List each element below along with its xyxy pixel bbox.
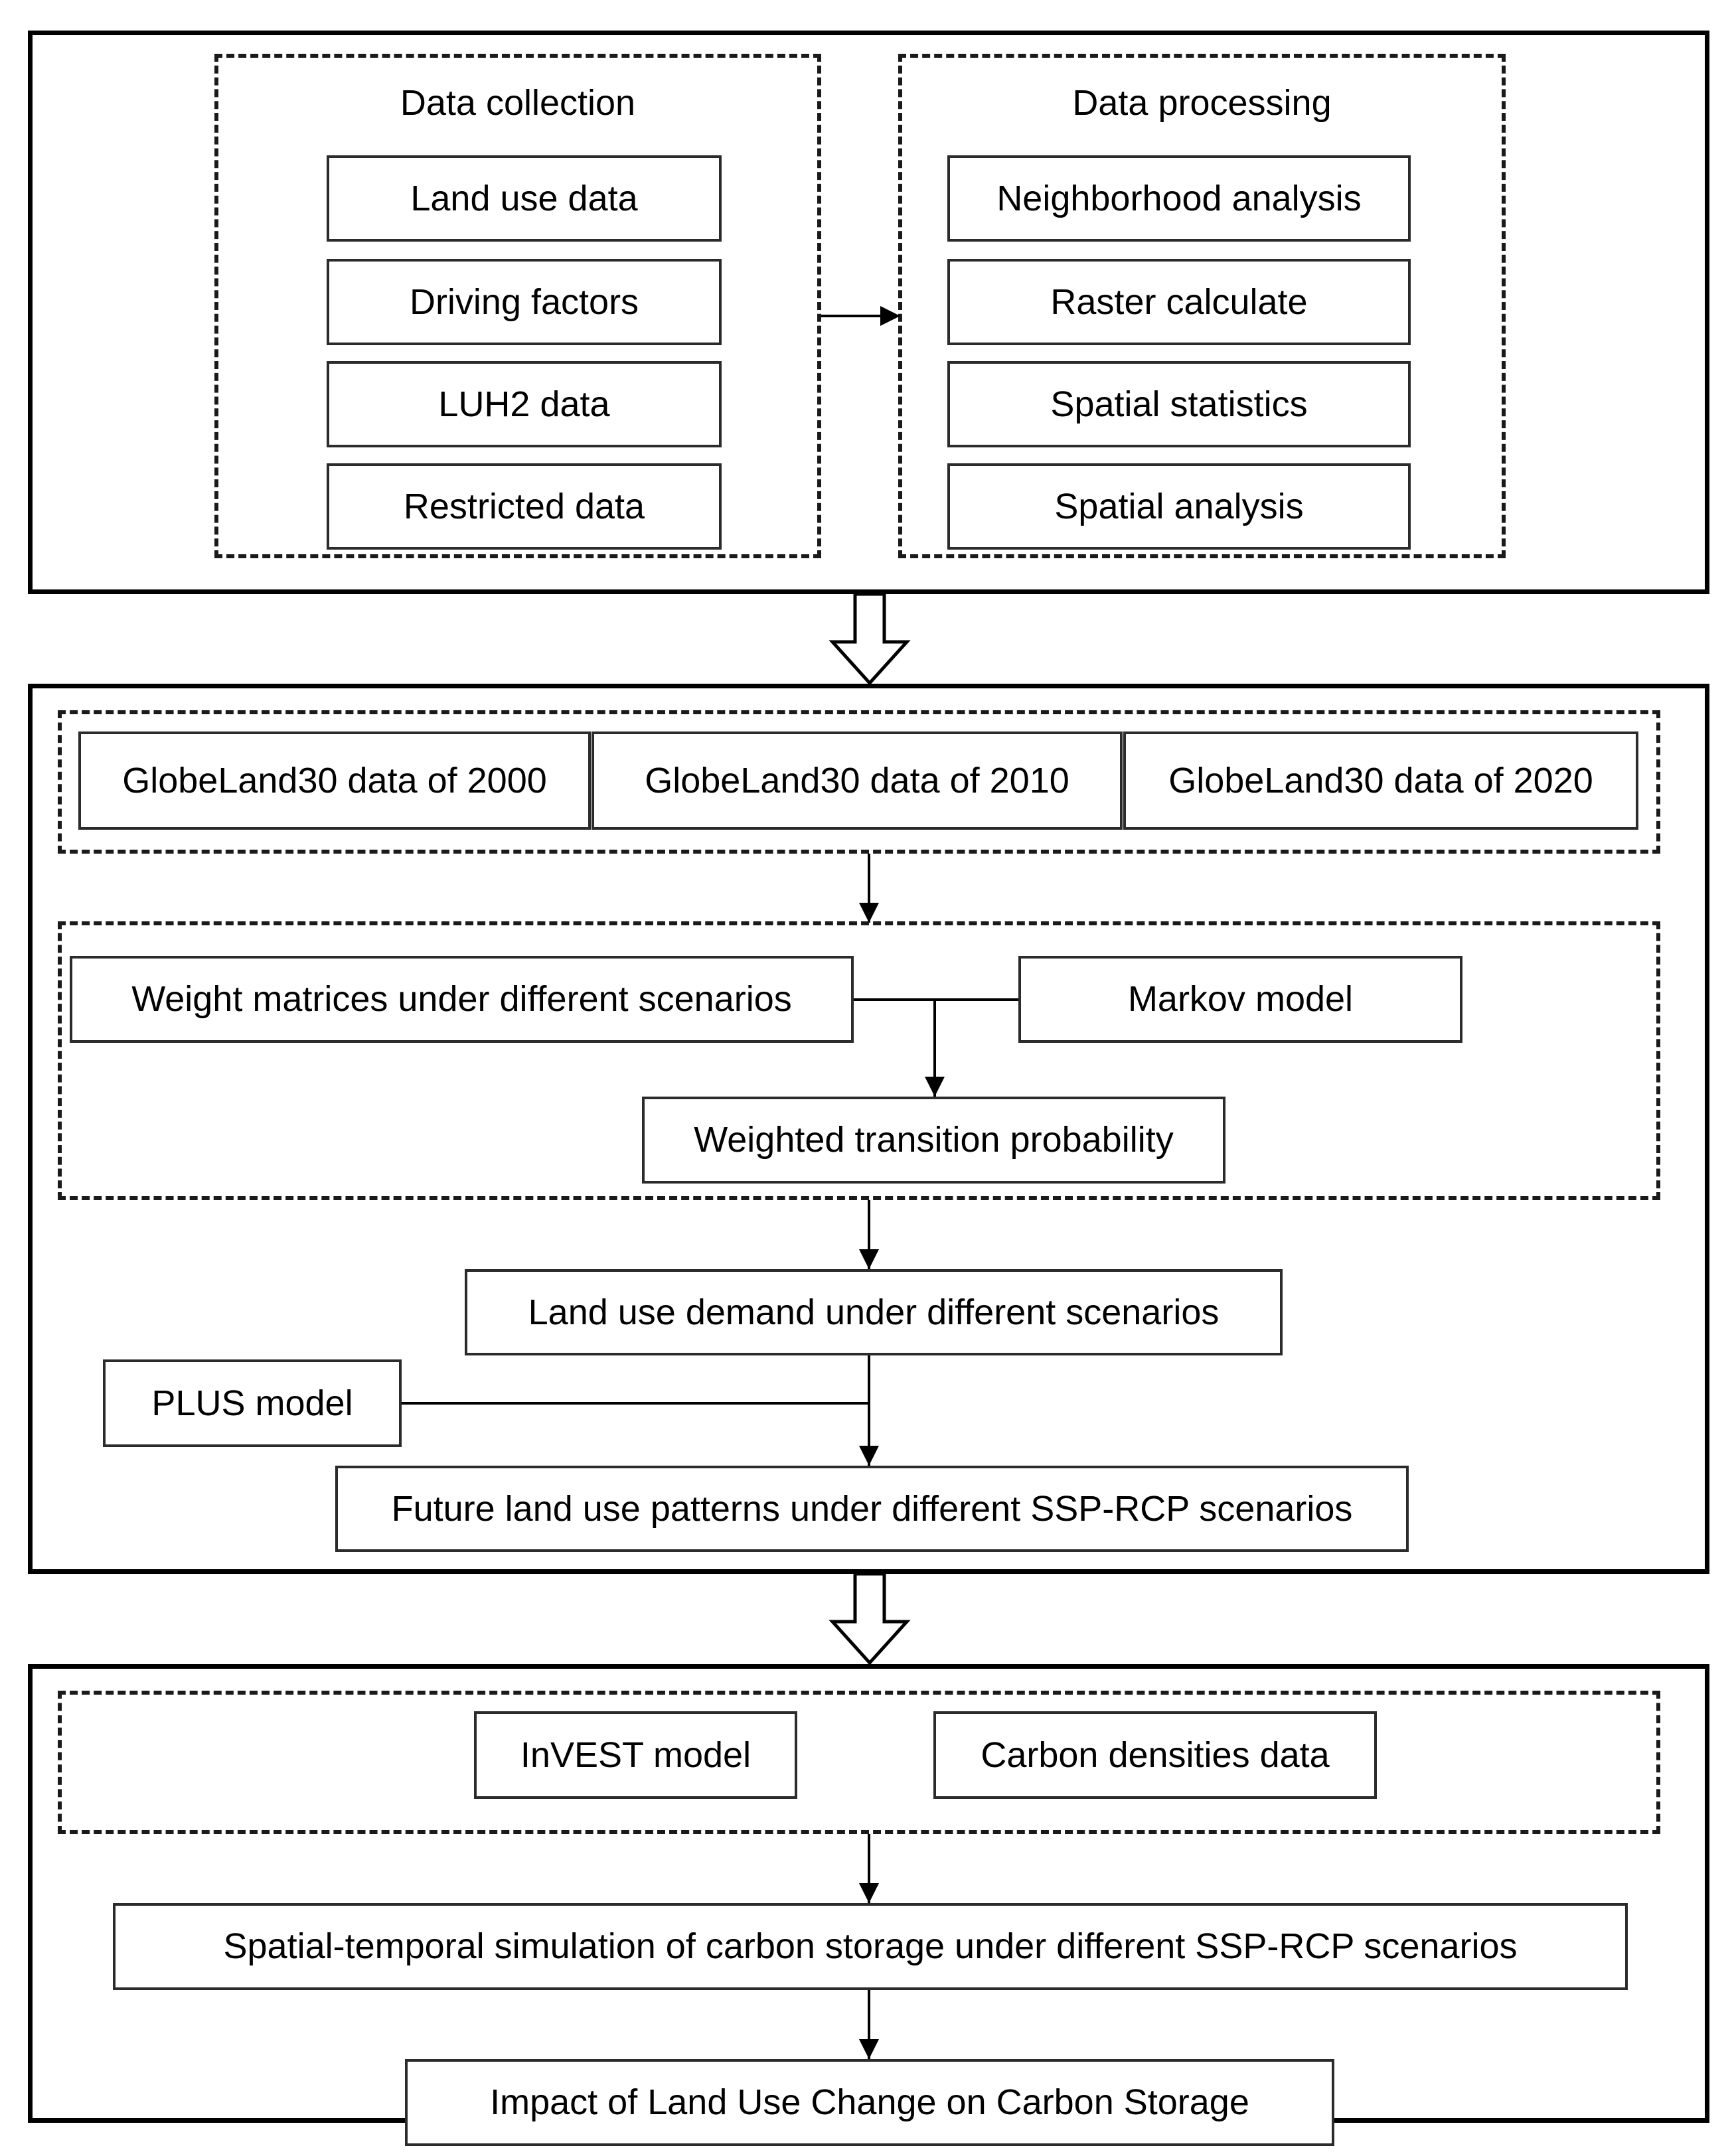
connector-markov-group-to-demand [868,1200,870,1269]
connector-markov-group-to-demand-head [859,1249,879,1269]
group-markov [58,921,1660,1200]
block-arrow-stage2-to-stage3 [823,1574,916,1665]
connector-weight-to-markov [854,998,1018,1001]
connector-invest-to-spatial [868,1834,870,1903]
data-collection-heading: Data collection [400,83,636,123]
node-future-land-use-patterns[interactable]: Future land use patterns under different… [335,1466,1409,1552]
group-data-collection [214,54,821,558]
node-land-use-data[interactable]: Land use data [327,155,722,242]
node-raster-calculate[interactable]: Raster calculate [947,259,1411,345]
stage-data [28,31,1709,594]
node-driving-factors[interactable]: Driving factors [327,259,722,345]
node-restricted-data[interactable]: Restricted data [327,463,722,550]
connector-globeland-to-markov-head [859,903,879,923]
connector-collection-to-processing-head [880,306,900,326]
group-invest [58,1691,1660,1834]
connector-globeland-to-markov [868,854,870,923]
group-globeland30 [58,710,1660,854]
connector-invest-to-spatial-head [859,1883,879,1903]
node-plus-model[interactable]: PLUS model [103,1359,402,1447]
node-neighborhood-analysis[interactable]: Neighborhood analysis [947,155,1411,242]
group-data-processing [898,54,1506,558]
node-land-use-demand[interactable]: Land use demand under different scenario… [465,1269,1283,1355]
node-globeland30-2020[interactable]: GlobeLand30 data of 2020 [1123,731,1638,830]
data-processing-heading: Data processing [1072,83,1332,123]
node-luh2-data[interactable]: LUH2 data [327,361,722,447]
node-globeland30-2000[interactable]: GlobeLand30 data of 2000 [78,731,591,830]
connector-markov-to-weighted-head [925,1077,945,1097]
node-globeland30-2010[interactable]: GlobeLand30 data of 2010 [592,731,1123,830]
block-arrow-stage1-to-stage2 [823,594,916,685]
connector-demand-to-future-head [859,1446,879,1466]
node-spatial-analysis[interactable]: Spatial analysis [947,463,1411,550]
node-spatial-temporal-simulation[interactable]: Spatial-temporal simulation of carbon st… [113,1903,1628,1990]
node-weighted-transition-probability[interactable]: Weighted transition probability [642,1097,1225,1184]
connector-spatial-to-impact-head [859,2039,879,2059]
connector-demand-to-future [868,1355,870,1466]
node-invest-model[interactable]: InVEST model [474,1711,797,1799]
node-carbon-densities-data[interactable]: Carbon densities data [933,1711,1377,1799]
node-spatial-statistics[interactable]: Spatial statistics [947,361,1411,447]
node-impact-land-use-carbon[interactable]: Impact of Land Use Change on Carbon Stor… [405,2059,1334,2146]
connector-spatial-to-impact [868,1990,870,2059]
connector-markov-to-weighted [933,998,936,1097]
connector-plus-to-spine [402,1402,870,1405]
node-markov-model[interactable]: Markov model [1018,956,1462,1043]
node-weight-matrices[interactable]: Weight matrices under different scenario… [70,956,854,1043]
connector-collection-to-processing [821,315,890,317]
